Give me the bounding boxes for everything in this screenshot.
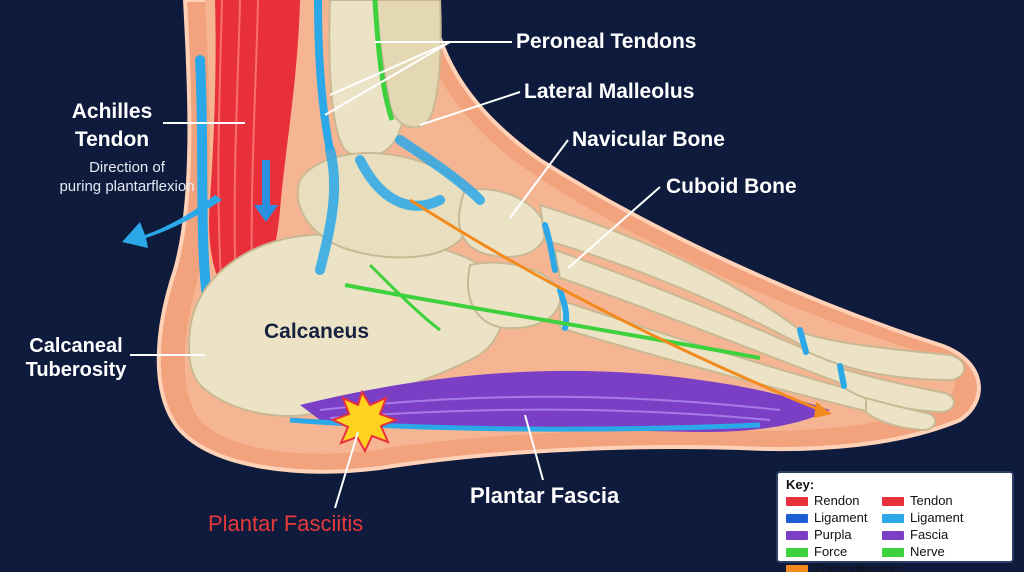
nerve-green-branch: [368, 263, 441, 332]
legend-label: Fascia: [910, 527, 949, 542]
label-calcaneal-line2: Tuberosity: [25, 359, 127, 381]
label-plantar-fascia: Plantar Fascia: [470, 483, 620, 508]
toe-3: [865, 396, 937, 432]
legend-item: Tendon: [882, 493, 953, 509]
nerve-green: [344, 283, 761, 360]
label-cuboid-bone: Cuboid Bone: [666, 175, 797, 198]
legend-label: Purpla: [814, 527, 852, 542]
legend-item: Nerve: [882, 544, 945, 560]
midfoot-ligaments: [542, 222, 847, 389]
legend-label: Nerve: [910, 544, 945, 559]
label-lateral-malleolus: Lateral Malleolus: [524, 80, 695, 103]
legend-swatch: [882, 531, 904, 541]
peroneal-tendon-blue: [314, 0, 334, 151]
force-direction-line: [409, 198, 821, 412]
legend-item: Ligament: [882, 510, 963, 526]
force-direction-arrowhead: [814, 402, 832, 418]
legend-swatch: [786, 497, 808, 507]
label-calcaneus: Calcaneus: [264, 320, 370, 343]
label-plantar-fasciitis: Plantar Fasciitis: [208, 511, 364, 536]
plantar-fascia-band: [300, 370, 830, 432]
toe-1: [798, 330, 966, 382]
legend-item: Force direction: [786, 561, 900, 572]
legend-label: Ligament: [814, 510, 868, 525]
legend-label: Rendon: [814, 493, 860, 508]
label-peroneal-tendons: Peroneal Tendons: [516, 30, 697, 53]
label-direction-line2: puring plantarflexion: [59, 178, 195, 195]
legend-swatch: [786, 514, 808, 524]
legend-item: Rendon: [786, 493, 860, 509]
legend-label: Force direction: [814, 561, 900, 572]
peroneal-tendon-green: [372, 0, 395, 121]
label-direction-line1: Direction of: [89, 159, 165, 176]
legend-item: Ligament: [786, 510, 867, 526]
legend-swatch: [882, 497, 904, 507]
label-achilles-line2: Tendon: [74, 128, 150, 151]
legend-item: Fascia: [882, 527, 948, 543]
legend-item: Purpla: [786, 527, 852, 543]
plantarflexion-arrow-large: [122, 195, 222, 248]
navicular-bone: [458, 188, 547, 258]
legend-swatch: [786, 565, 808, 572]
legend-label: Force: [814, 544, 848, 559]
legend-label: Tendon: [910, 493, 953, 508]
legend-swatch: [786, 548, 808, 558]
plantarflexion-arrow-small: [254, 160, 278, 222]
calcaneus-bone: [188, 233, 505, 417]
legend-swatch: [882, 548, 904, 558]
legend-label: Ligament: [910, 510, 964, 525]
ankle-ligaments: [315, 135, 485, 275]
achilles-tendon: [209, 0, 300, 305]
legend-swatch: [786, 531, 808, 541]
plantar-fasciitis-starburst: [330, 389, 399, 454]
legend-swatch: [882, 514, 904, 524]
leader-lines: [130, 41, 661, 509]
legend-title: Key:: [786, 477, 815, 492]
legend-item: Force: [786, 544, 847, 560]
label-calcaneal-line1: Calcaneal: [29, 335, 123, 357]
label-achilles-line1: Achilles: [71, 100, 153, 123]
label-navicular-bone: Navicular Bone: [572, 128, 725, 151]
